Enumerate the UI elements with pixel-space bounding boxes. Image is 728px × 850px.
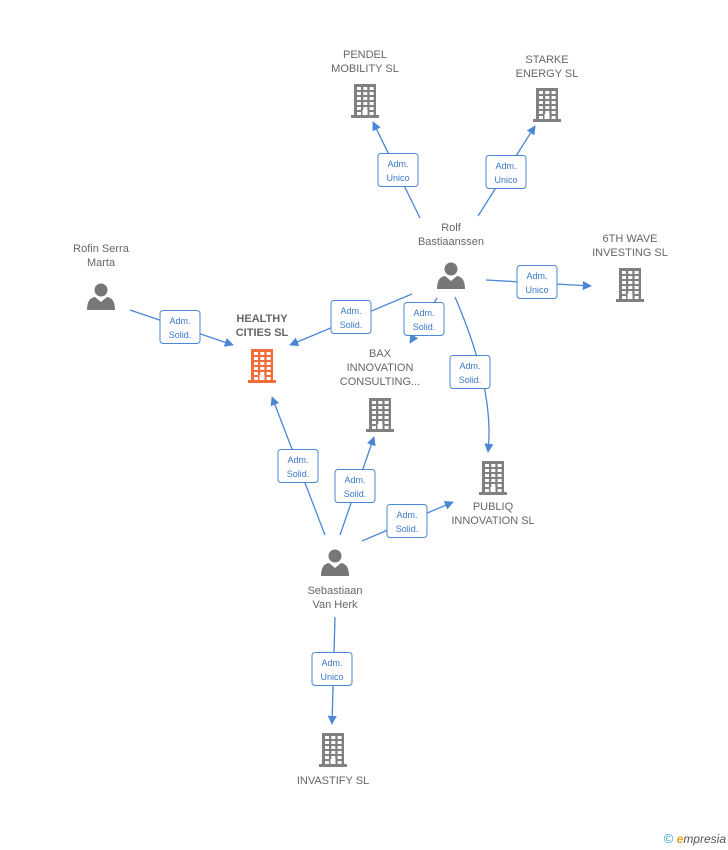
role-badge-text: Adm. [287,455,308,465]
role-badge-box [449,355,491,389]
role-badge-sebastiaan-invastify[interactable]: Adm. Unico [311,652,353,686]
node-label-line: PENDEL [343,49,387,61]
role-badge-box [485,155,527,189]
building-icon [616,268,644,302]
role-badge-text: Adm. [526,271,547,281]
company-node-invastify[interactable]: INVASTIFY SL [297,733,369,787]
role-badge-box [377,153,419,187]
role-badge-sebastiaan-publiq[interactable]: Adm. Solid. [386,504,428,538]
role-badge-text: Adm. [169,316,190,326]
node-label-line: Rofin Serra [73,243,130,255]
node-label-line: CITIES SL [236,327,289,339]
company-node-sixth[interactable]: 6TH WAVE INVESTING SL [592,233,668,302]
badges-layer: Adm.UnicoAdm.UnicoAdm.UnicoAdm.Solid.Adm… [159,153,558,686]
role-badge-box [386,504,428,538]
building-icon [319,733,347,767]
node-label-line: Van Herk [312,599,358,611]
node-label-line: Sebastiaan [307,585,362,597]
role-badge-text: Solid. [340,320,363,330]
role-badge-rolf-starke[interactable]: Adm. Unico [485,155,527,189]
role-badge-text: Adm. [396,510,417,520]
role-badge-text: Adm. [495,161,516,171]
company-node-starke[interactable]: STARKE ENERGY SL [516,54,579,122]
node-label-line: INNOVATION [347,362,414,374]
building-icon [351,84,379,118]
role-badge-box [330,300,372,334]
brand-name: mpresia [683,832,726,846]
role-badge-text: Adm. [387,159,408,169]
company-node-bax[interactable]: BAX INNOVATION CONSULTING... [340,348,420,432]
person-icon [437,262,465,289]
role-badge-box [277,449,319,483]
node-label-line: BAX [369,348,392,360]
role-badge-box [334,469,376,503]
role-badge-box [403,302,445,336]
role-badge-box [159,310,201,344]
company-node-healthy[interactable]: HEALTHY CITIES SL [236,313,289,383]
node-label-line: CONSULTING... [340,376,420,388]
brand-initial: e [676,832,684,846]
person-icon [321,549,349,576]
role-badge-rolf-sixth[interactable]: Adm. Unico [516,265,558,299]
node-label-line: ENERGY SL [516,68,579,80]
role-badge-text: Unico [320,672,343,682]
node-label-line: STARKE [525,54,568,66]
role-badge-text: Solid. [169,330,192,340]
node-label-line: INNOVATION SL [451,515,534,527]
role-badge-rolf-healthy[interactable]: Adm. Solid. [330,300,372,334]
role-badge-text: Adm. [321,658,342,668]
edges-layer [129,121,592,725]
node-label-line: Bastiaanssen [418,236,484,248]
copyright-symbol: © [663,831,674,846]
nodes-layer: HEALTHY CITIES SL PENDEL MOBILITY SL STARKE E… [73,49,668,787]
node-label-line: INVESTING SL [592,247,668,259]
node-label-line: HEALTHY [236,313,288,325]
role-badge-text: Solid. [413,322,436,332]
footer-brand: © empresia [664,831,726,846]
node-label-line: PUBLIQ [473,501,514,513]
role-badge-text: Adm. [459,361,480,371]
node-label-line: MOBILITY SL [331,63,399,75]
role-badge-text: Solid. [287,469,310,479]
role-badge-rolf-publiq[interactable]: Adm. Solid. [449,355,491,389]
node-label-line: INVASTIFY SL [297,775,369,787]
building-icon [366,398,394,432]
building-icon [248,349,276,383]
role-badge-text: Solid. [344,489,367,499]
role-badge-rolf-bax[interactable]: Adm. Solid. [403,302,445,336]
role-badge-text: Adm. [340,306,361,316]
building-icon [533,88,561,122]
role-badge-text: Adm. [413,308,434,318]
person-icon [87,283,115,310]
role-badge-box [516,265,558,299]
company-node-publiq[interactable]: PUBLIQ INNOVATION SL [451,461,535,527]
role-badge-box [311,652,353,686]
role-badge-text: Unico [494,175,517,185]
role-badge-text: Solid. [396,524,419,534]
company-node-pendel[interactable]: PENDEL MOBILITY SL [331,49,399,118]
role-badge-sebastiaan-healthy[interactable]: Adm. Solid. [277,449,319,483]
role-badge-text: Adm. [344,475,365,485]
node-label-line: Marta [87,257,116,269]
role-badge-sebastiaan-bax[interactable]: Adm. Solid. [334,469,376,503]
node-label-line: Rolf [441,222,462,234]
role-badge-text: Solid. [459,375,482,385]
building-icon [479,461,507,495]
role-badge-text: Unico [525,285,548,295]
node-label-line: 6TH WAVE [602,233,657,245]
role-badge-rofin-healthy[interactable]: Adm. Solid. [159,310,201,344]
role-badge-text: Unico [386,173,409,183]
role-badge-rolf-pendel[interactable]: Adm. Unico [377,153,419,187]
